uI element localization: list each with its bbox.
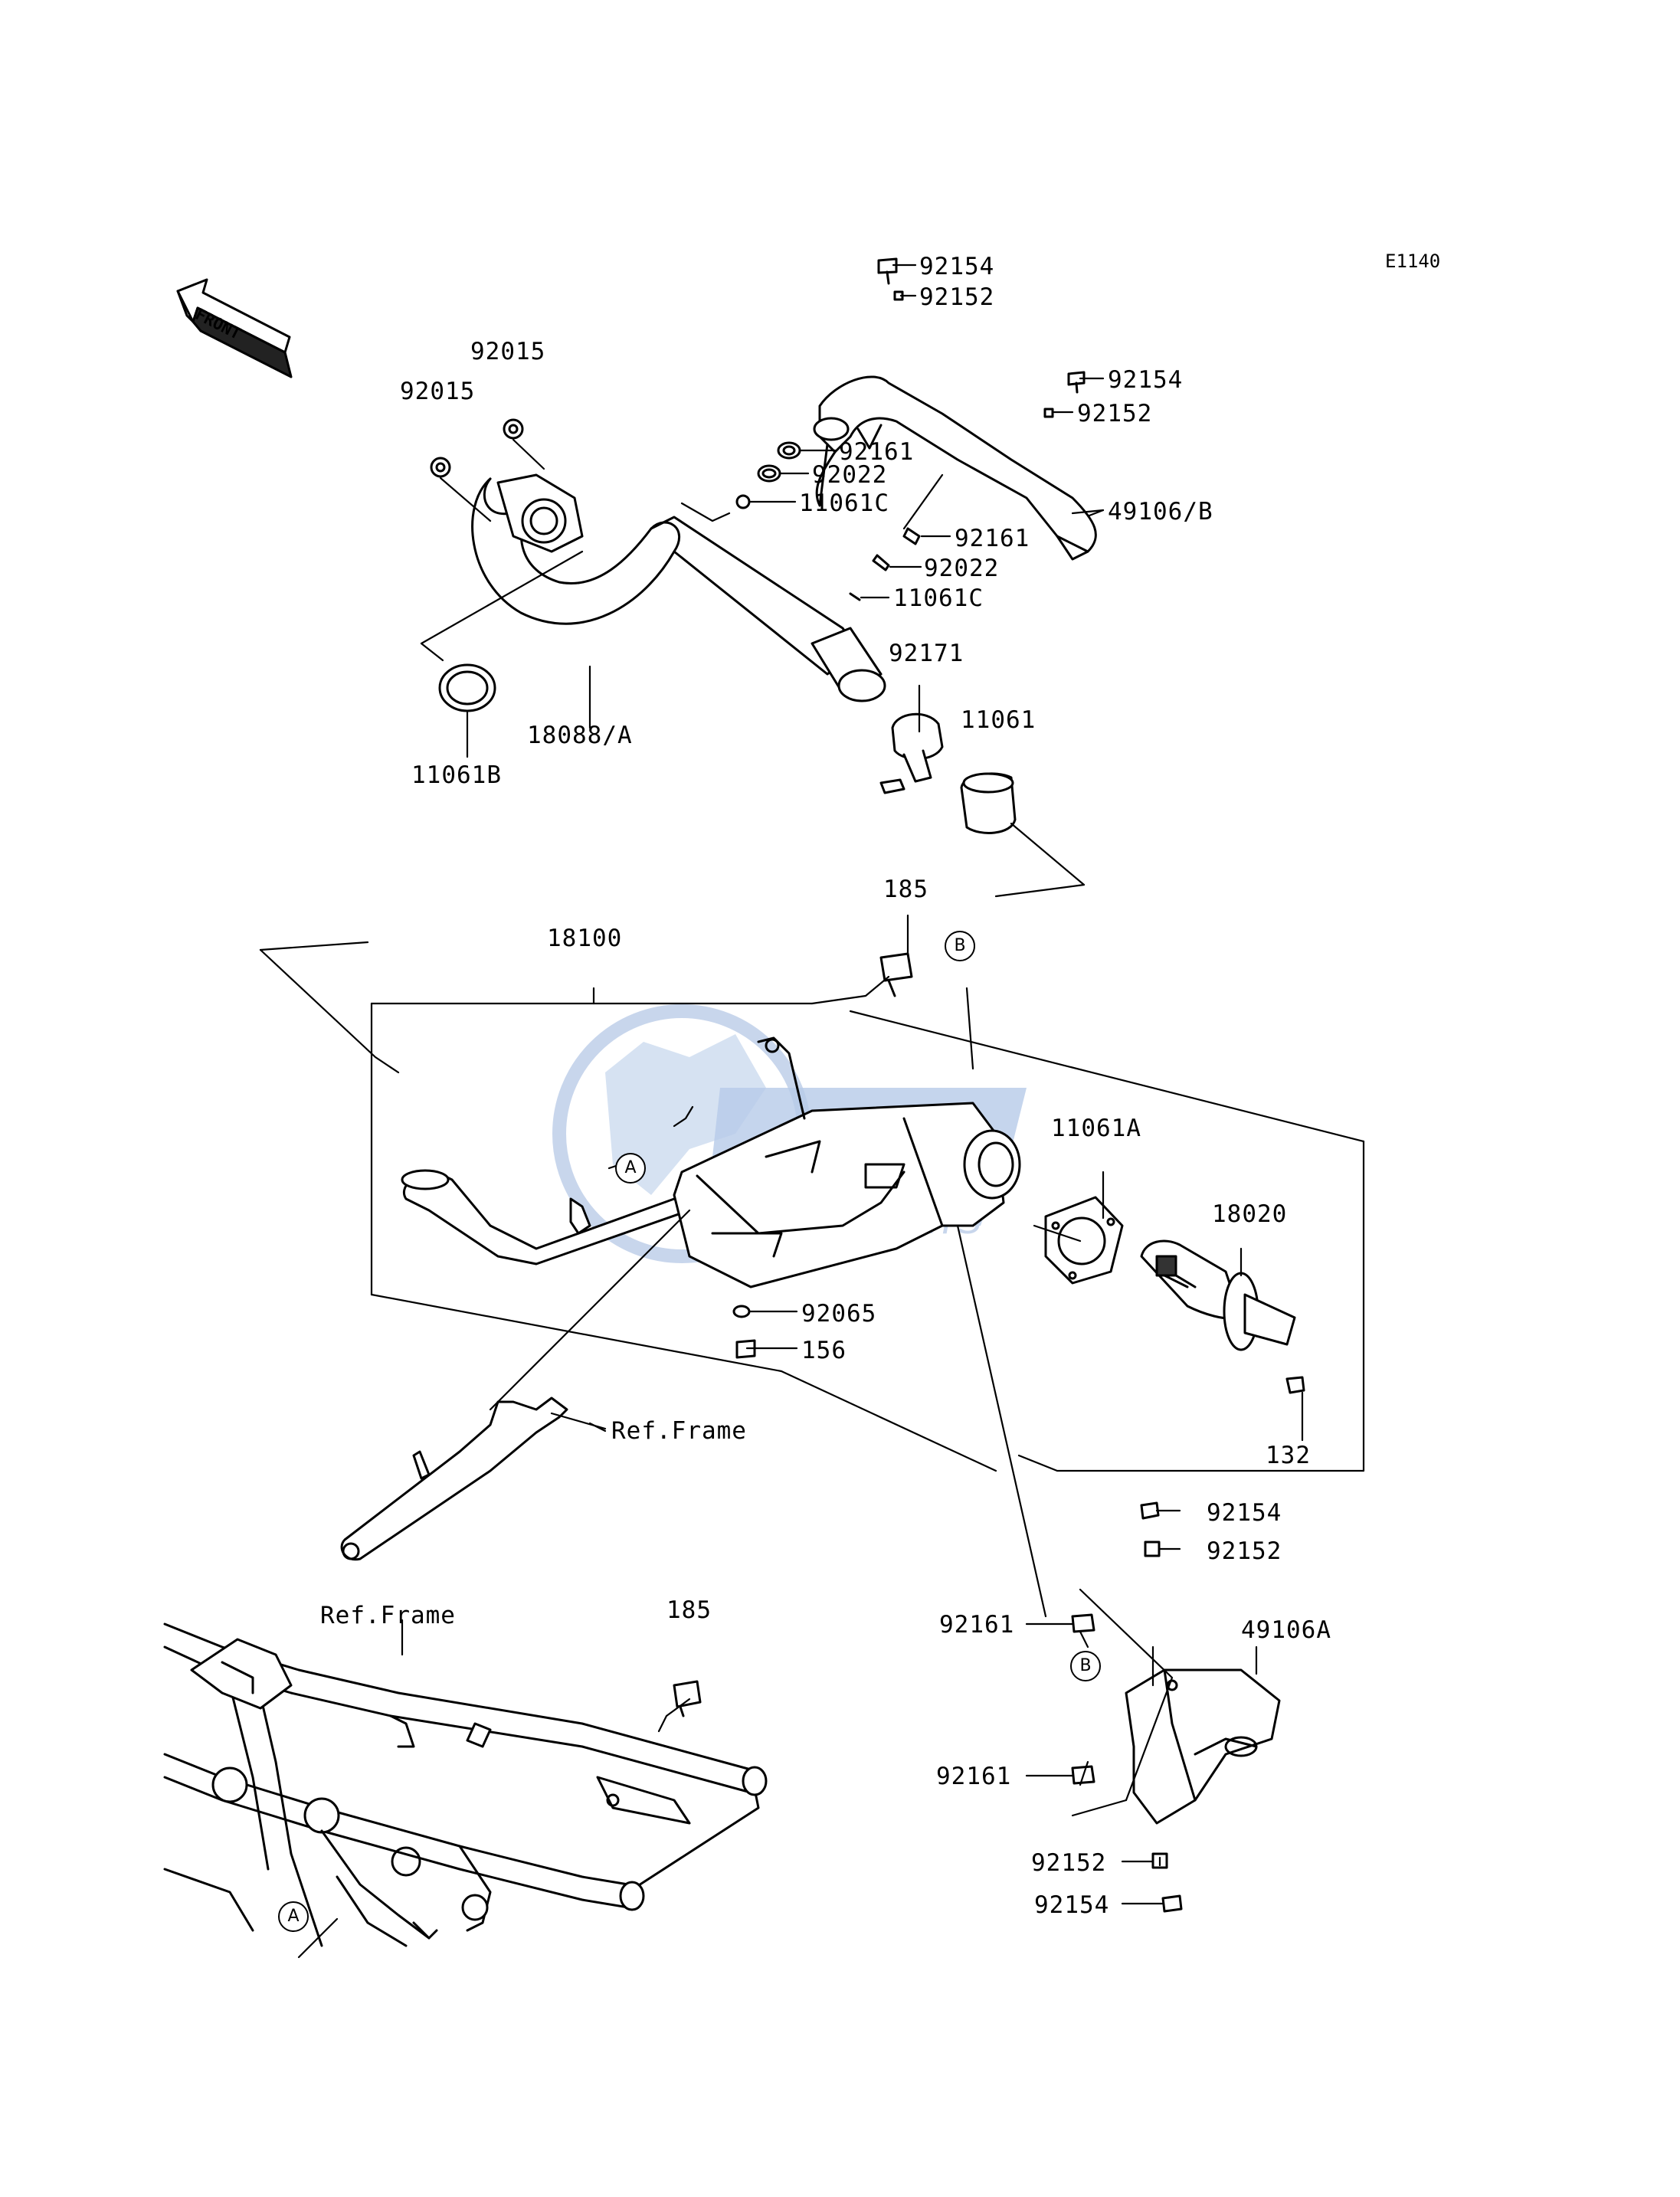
frame-bracket (340, 1396, 568, 1561)
nut-92015-right (503, 418, 524, 440)
frame-ref (163, 1622, 768, 1947)
bolt-185-bottom (673, 1680, 702, 1717)
bolt-185-top (879, 952, 913, 997)
washer-92161-mid (902, 527, 921, 545)
grommet-92161-c (1071, 1613, 1095, 1633)
bolt-92154-c (1140, 1501, 1160, 1520)
spark-arrester-18020 (1140, 1239, 1296, 1351)
bush-92152-c (1144, 1541, 1161, 1557)
gasket-11061 (960, 772, 1017, 834)
label-92154-c: 92154 (1207, 1499, 1282, 1527)
nut-92015-left (430, 457, 451, 478)
label-11061c-a: 11061C (799, 489, 889, 517)
exhaust-pipe (471, 473, 886, 702)
washer-92161-top (777, 441, 801, 460)
bolt-132 (1285, 1376, 1305, 1394)
callout-a-muffler: A (615, 1153, 646, 1184)
leader-lines (259, 264, 1365, 1959)
label-18020: 18020 (1212, 1200, 1288, 1228)
label-156: 156 (801, 1337, 847, 1364)
label-49106b: 49106/B (1108, 498, 1213, 526)
label-132: 132 (1266, 1442, 1311, 1469)
bolt-92154-top (877, 257, 898, 285)
label-92154-a: 92154 (919, 253, 995, 280)
label-18088a: 18088/A (527, 722, 633, 749)
washer-92022-top (757, 464, 781, 483)
label-11061c-b: 11061C (893, 584, 984, 612)
diagram-code: E1140 (1385, 250, 1441, 272)
bush-92152-right (1043, 408, 1054, 418)
gasket-11061b-inner (446, 670, 489, 706)
label-92161-c: 92161 (939, 1611, 1015, 1639)
label-18100: 18100 (547, 925, 623, 952)
label-49106a: 49106A (1241, 1616, 1331, 1644)
heat-guard-49106a (1125, 1668, 1281, 1825)
label-92154-b: 92154 (1108, 366, 1184, 394)
heat-guard-49106b (813, 375, 1097, 561)
label-92171: 92171 (889, 640, 964, 667)
label-185-a: 185 (883, 876, 928, 903)
label-92065: 92065 (801, 1300, 877, 1328)
label-92022-a: 92022 (812, 461, 888, 489)
label-92015-b: 92015 (400, 378, 476, 405)
washer-92065 (732, 1305, 751, 1318)
callout-b-guard: B (1070, 1651, 1101, 1681)
label-92022-b: 92022 (924, 555, 1000, 582)
label-92161-b: 92161 (955, 525, 1030, 552)
label-92152-d: 92152 (1031, 1849, 1107, 1877)
label-92161-a: 92161 (839, 438, 915, 466)
bolt-156 (735, 1339, 756, 1359)
label-92152-a: 92152 (919, 283, 995, 311)
label-185-b: 185 (666, 1596, 712, 1624)
washer-92022-mid (872, 554, 890, 571)
label-92152-b: 92152 (1077, 400, 1153, 427)
label-ref-frame-b: Ref.Frame (320, 1602, 456, 1629)
label-11061: 11061 (961, 706, 1036, 734)
callout-b-muffler: B (945, 931, 975, 961)
bolt-92154-d (1161, 1894, 1183, 1913)
label-92154-d: 92154 (1034, 1891, 1110, 1919)
label-ref-frame-a: Ref.Frame (611, 1417, 747, 1445)
collar-11061c-mid (849, 592, 861, 601)
label-92161-d: 92161 (936, 1763, 1012, 1790)
front-arrow (176, 278, 293, 378)
label-11061a: 11061A (1051, 1115, 1141, 1142)
muffler (401, 1036, 1021, 1288)
collar-11061c-top (735, 494, 751, 509)
callout-a-frame: A (278, 1901, 309, 1932)
clamp-92171 (879, 712, 944, 794)
label-11061b: 11061B (411, 761, 502, 789)
bolt-92154-right (1067, 371, 1086, 394)
label-92152-c: 92152 (1207, 1537, 1282, 1565)
label-92015-a: 92015 (470, 338, 546, 365)
gasket-11061a (1044, 1196, 1124, 1285)
